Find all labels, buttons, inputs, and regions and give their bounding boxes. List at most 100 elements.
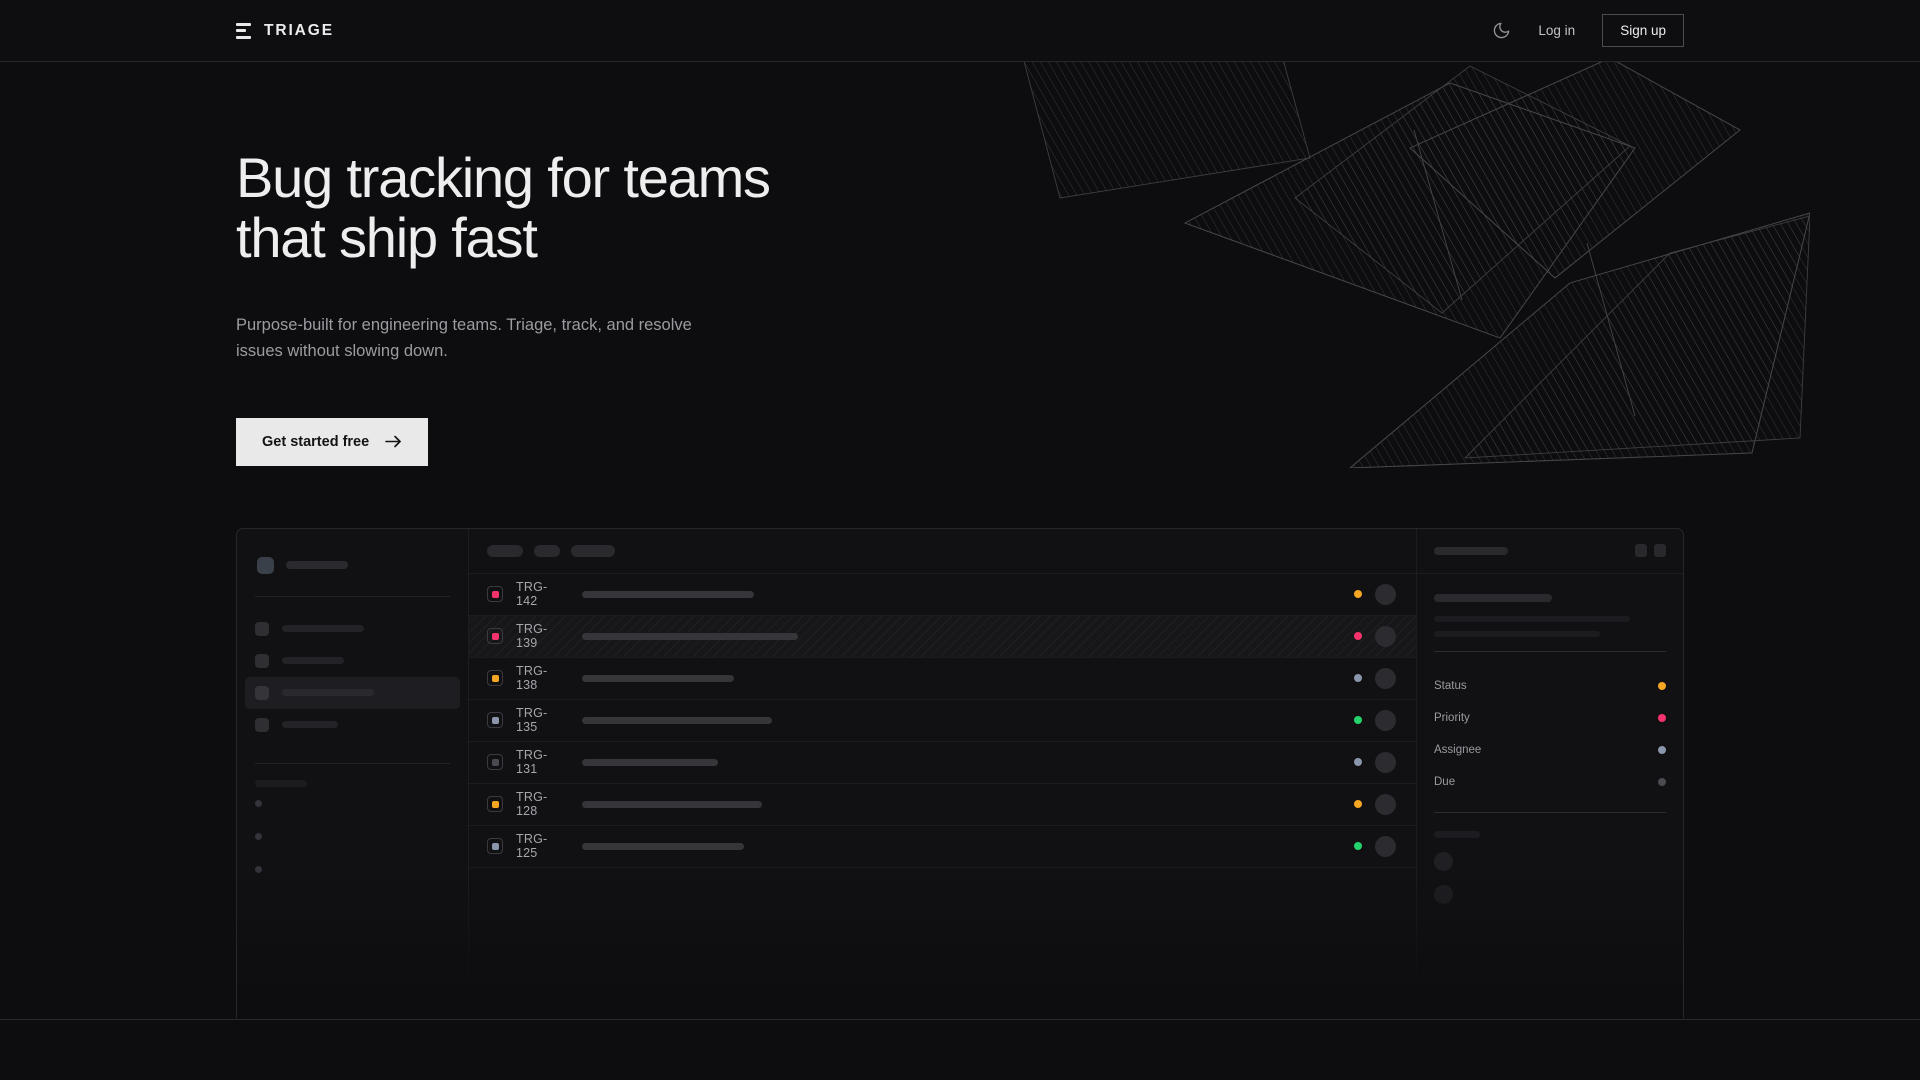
issue-id: TRG-128 <box>516 790 548 819</box>
header-actions: Log in Sign up <box>1492 14 1684 47</box>
detail-divider-bottom <box>1434 811 1666 813</box>
nav-item-label <box>282 625 364 633</box>
nav-item-icon <box>255 685 269 700</box>
issue-id: TRG-125 <box>516 832 548 861</box>
sidebar-mini-item[interactable] <box>255 853 450 886</box>
workspace-name-placeholder <box>286 561 348 570</box>
hero-section: Bug tracking for teams that ship fast Pu… <box>0 148 1920 466</box>
issue-id: TRG-138 <box>516 664 548 693</box>
sidebar-nav-item[interactable] <box>245 613 460 645</box>
issue-row[interactable]: TRG-138 <box>469 658 1416 700</box>
filter-chip[interactable] <box>534 544 560 557</box>
issue-row-meta <box>1354 835 1416 857</box>
issue-row[interactable]: TRG-142 <box>469 574 1416 616</box>
detail-meta-row[interactable]: Assignee <box>1434 734 1666 766</box>
avatar[interactable] <box>1375 751 1396 773</box>
status-dot <box>1354 716 1362 725</box>
status-dot <box>1354 590 1362 599</box>
detail-footer-label <box>1434 830 1480 838</box>
site-header: TRIAGE Log in Sign up <box>0 0 1920 62</box>
status-dot <box>1354 674 1362 683</box>
detail-meta-row[interactable]: Priority <box>1434 702 1666 734</box>
meta-value-dot <box>1658 681 1666 690</box>
sidebar-section-label <box>255 779 307 787</box>
sidebar-nav-item[interactable] <box>245 676 460 709</box>
hero-subtitle: Purpose-built for engineering teams. Tri… <box>236 315 692 360</box>
mini-item-dot <box>255 865 262 873</box>
hero-title-line-1: Bug tracking for teams <box>236 146 771 209</box>
issue-title-placeholder <box>582 674 734 682</box>
sidebar-nav-item[interactable] <box>245 645 460 677</box>
nav-item-icon <box>255 653 269 668</box>
issue-row[interactable]: TRG-135 <box>469 700 1416 742</box>
detail-divider-top <box>1434 650 1666 652</box>
avatar[interactable] <box>1375 667 1396 689</box>
issue-title-placeholder <box>582 842 744 850</box>
meta-label: Priority <box>1434 711 1470 724</box>
footer-divider <box>0 1019 1920 1020</box>
brand-logo[interactable]: TRIAGE <box>236 22 334 40</box>
meta-label: Due <box>1434 775 1456 788</box>
nav-item-label <box>282 657 344 665</box>
issue-row[interactable]: TRG-131 <box>469 742 1416 784</box>
issue-title-placeholder <box>582 800 762 808</box>
nav-item-label <box>282 721 338 729</box>
sidebar-mini-list <box>255 787 450 886</box>
status-dot <box>1354 842 1362 851</box>
get-started-button[interactable]: Get started free <box>236 417 429 466</box>
triage-bars-icon <box>236 22 251 39</box>
avatar[interactable] <box>1375 583 1396 605</box>
mini-item-dot <box>255 799 262 807</box>
issue-id: TRG-131 <box>516 748 548 777</box>
sidebar-mini-item[interactable] <box>255 787 450 820</box>
avatar[interactable] <box>1375 709 1396 731</box>
workspace-avatar <box>257 556 274 574</box>
priority-badge <box>487 838 503 855</box>
issue-title-placeholder <box>582 758 718 766</box>
issue-id: TRG-139 <box>516 622 548 651</box>
sidebar-divider-top <box>255 595 450 597</box>
meta-value-dot <box>1658 745 1666 754</box>
issue-row-meta <box>1354 709 1416 731</box>
avatar[interactable] <box>1434 884 1453 904</box>
sidebar-nav-item[interactable] <box>245 709 460 741</box>
moon-icon[interactable] <box>1492 21 1511 40</box>
sidebar-nav <box>245 613 460 741</box>
login-button[interactable]: Log in <box>1538 23 1576 38</box>
page-title: Bug tracking for teams that ship fast <box>236 148 936 268</box>
detail-body-line <box>1434 615 1630 622</box>
mockup-sidebar <box>237 528 469 1018</box>
signup-button[interactable]: Sign up <box>1602 14 1684 47</box>
avatar[interactable] <box>1434 851 1453 871</box>
detail-body-line <box>1434 630 1600 637</box>
filter-chip[interactable] <box>571 544 615 557</box>
issue-row-meta <box>1354 625 1416 647</box>
detail-meta-row[interactable]: Status <box>1434 670 1666 702</box>
detail-panel-header <box>1417 529 1683 574</box>
sidebar-mini-item[interactable] <box>255 820 450 853</box>
issue-row[interactable]: TRG-125 <box>469 826 1416 868</box>
arrow-right-icon <box>385 435 402 448</box>
status-dot <box>1354 632 1362 641</box>
priority-badge <box>487 712 503 729</box>
avatar[interactable] <box>1375 793 1396 815</box>
detail-meta-row[interactable]: Due <box>1434 766 1666 798</box>
workspace-switcher[interactable] <box>255 553 450 574</box>
detail-title-placeholder <box>1434 546 1508 555</box>
nav-item-icon <box>255 717 269 732</box>
avatar[interactable] <box>1375 625 1396 647</box>
avatar[interactable] <box>1375 835 1396 857</box>
issue-row-meta <box>1354 793 1416 815</box>
cta-label: Get started free <box>262 433 370 450</box>
filter-chip[interactable] <box>487 544 523 557</box>
detail-action-buttons <box>1635 544 1666 558</box>
detail-action-button[interactable] <box>1654 544 1666 558</box>
detail-action-button[interactable] <box>1635 544 1647 558</box>
issue-row[interactable]: TRG-128 <box>469 784 1416 826</box>
issue-row[interactable]: TRG-139 <box>469 615 1416 658</box>
